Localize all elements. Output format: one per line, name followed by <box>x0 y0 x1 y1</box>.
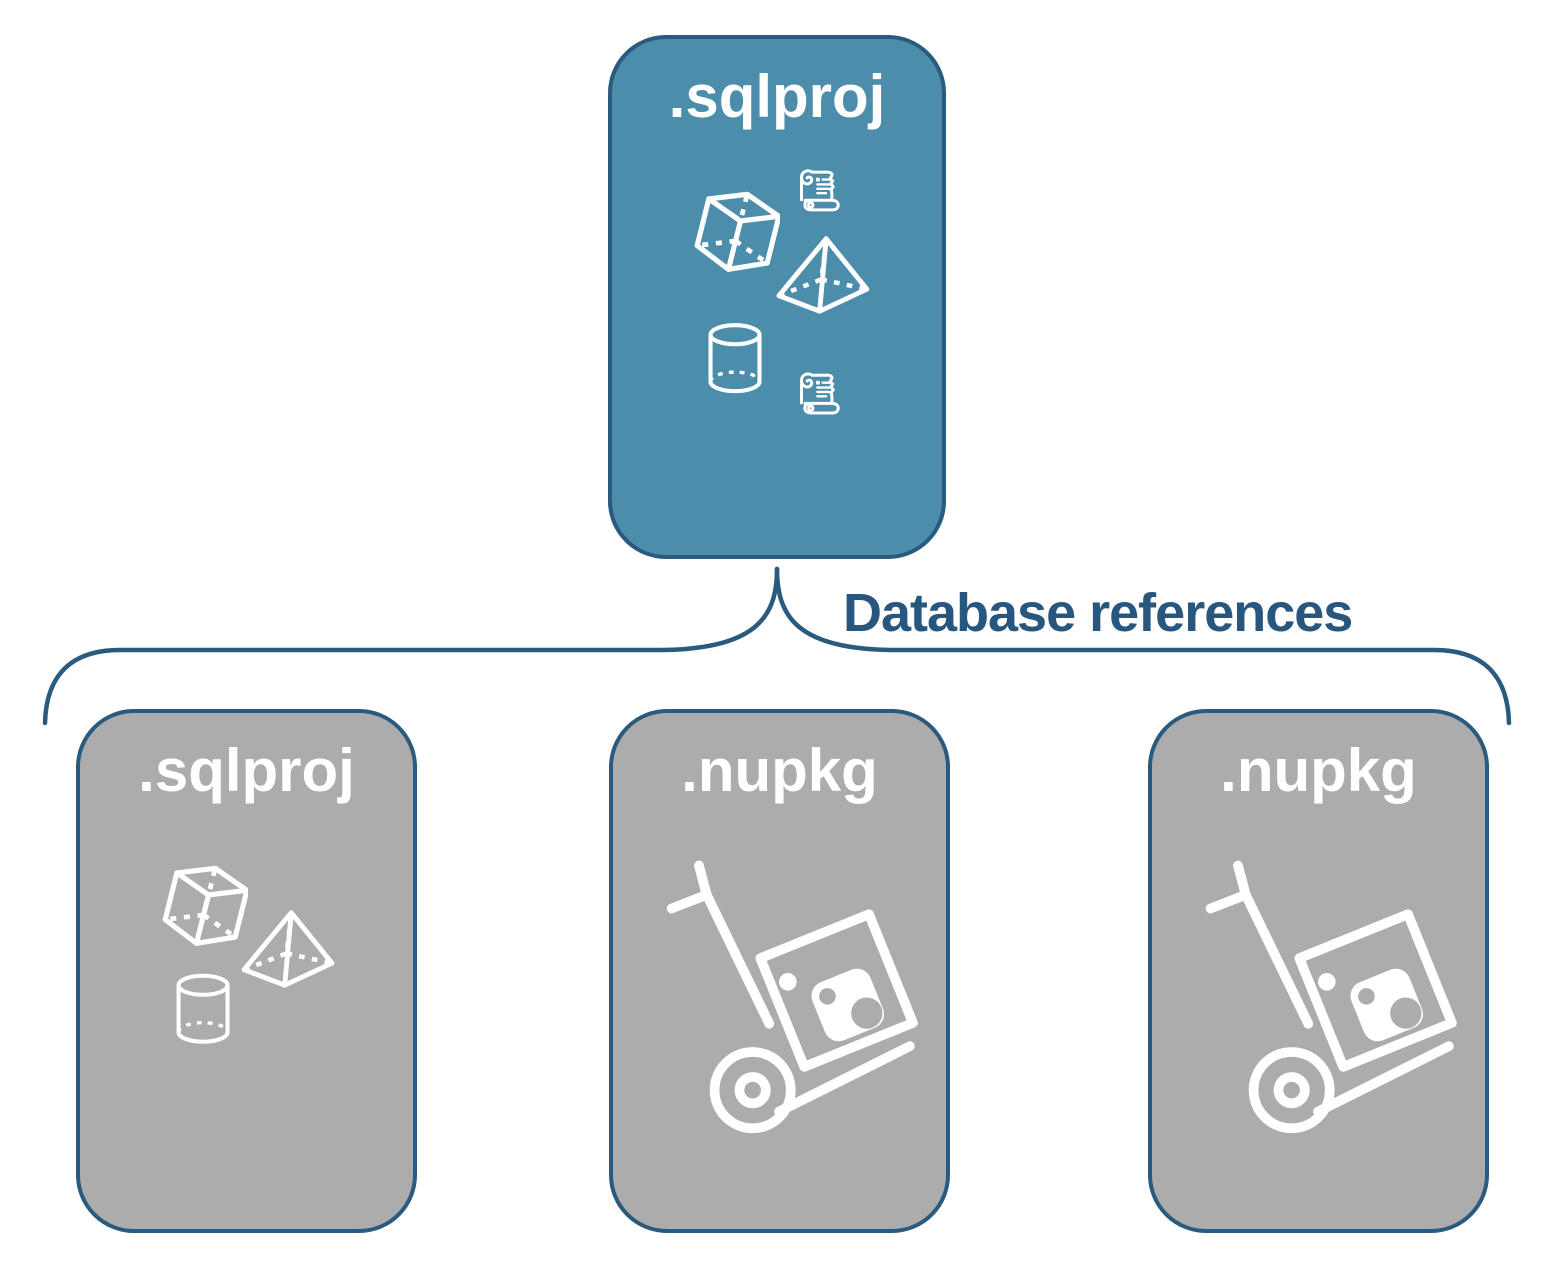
scroll-icon <box>800 169 840 212</box>
pyramid-icon <box>244 913 332 985</box>
package-dolly-icon <box>672 866 913 1129</box>
child-node-label: .sqlproj <box>138 737 355 804</box>
pyramid-icon <box>779 239 867 311</box>
child-node-sqlproj: .sqlproj <box>76 709 417 1233</box>
root-node-label: .sqlproj <box>668 63 886 130</box>
cube-icon <box>161 860 250 953</box>
root-node-sqlproj: .sqlproj <box>608 35 946 559</box>
cube-icon <box>693 186 782 278</box>
cylinder-icon <box>179 976 228 1042</box>
cylinder-icon <box>711 325 760 391</box>
child-node-nupkg-1: .nupkg <box>609 709 950 1233</box>
package-dolly-icon <box>1211 866 1452 1129</box>
child-node-nupkg-2: .nupkg <box>1148 709 1489 1233</box>
connector-label: Database references <box>843 583 1353 643</box>
scroll-icon <box>800 372 840 415</box>
child-node-label: .nupkg <box>1220 737 1417 804</box>
child-node-label: .nupkg <box>681 737 878 804</box>
